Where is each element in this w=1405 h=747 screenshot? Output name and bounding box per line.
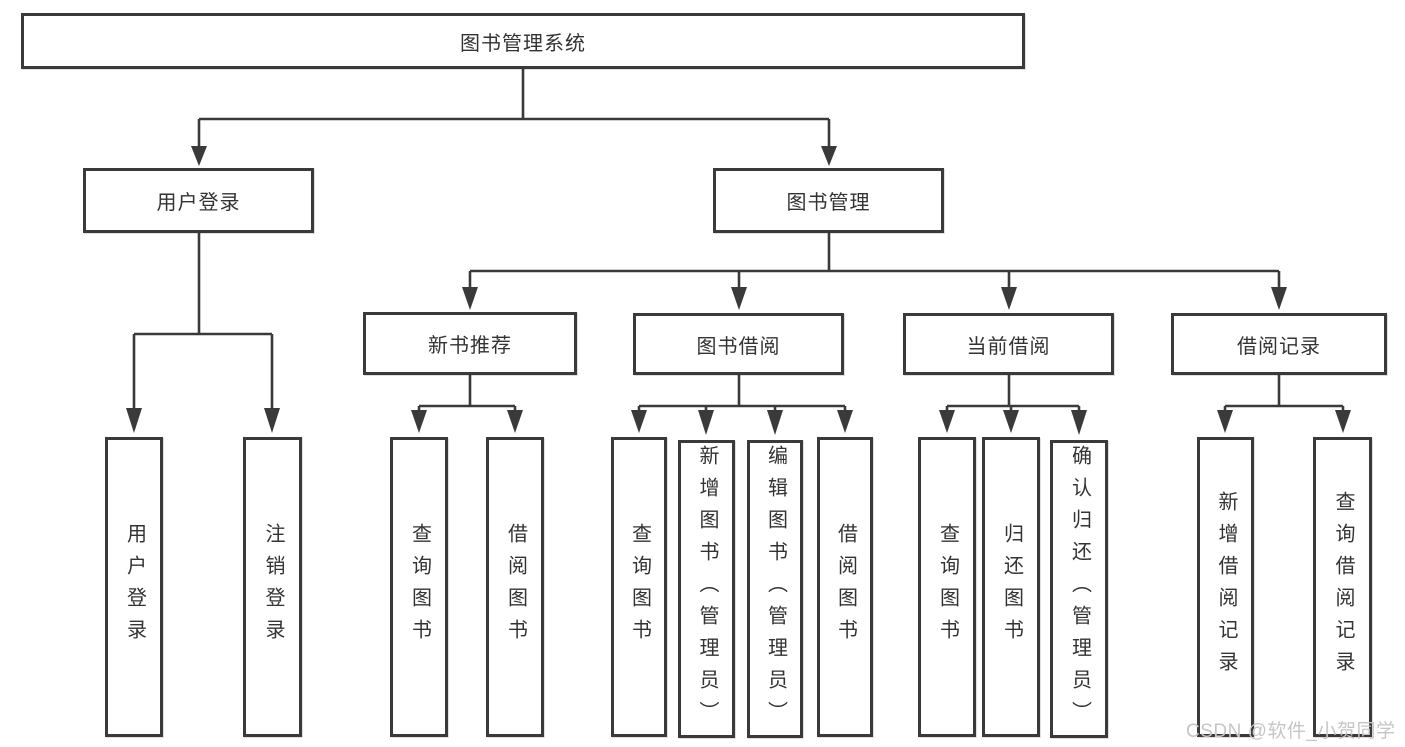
leaf-borrow-books-label: 借阅图书 [834, 523, 857, 651]
node-book-borrow: 图书借阅 [633, 313, 844, 375]
node-root: 图书管理系统 [21, 13, 1025, 69]
connector-book-borrow-branch [631, 375, 853, 435]
node-current-borrow: 当前借阅 [903, 313, 1114, 375]
leaf-user-login-label: 用户登录 [123, 523, 146, 651]
leaf-query-books-current: 查询图书 [918, 437, 976, 737]
leaf-query-books-borrow-label: 查询图书 [628, 523, 651, 651]
leaf-query-borrow-record-label: 查询借阅记录 [1332, 491, 1354, 683]
connector-current-borrow-branch [939, 375, 1087, 435]
leaf-return-books-label: 归还图书 [1000, 523, 1023, 651]
leaf-query-books-rec: 查询图书 [390, 437, 448, 737]
leaf-borrow-books-rec-label: 借阅图书 [504, 523, 527, 651]
connector-user-login-branch [126, 233, 280, 433]
leaf-confirm-return-admin: 确认归还（管理员） [1050, 440, 1108, 738]
leaf-borrow-books: 借阅图书 [817, 437, 873, 737]
leaf-add-books-admin: 新增图书（管理员） [678, 440, 735, 738]
leaf-logout-label: 注销登录 [262, 523, 284, 651]
leaf-edit-books-admin: 编辑图书（管理员） [747, 440, 803, 738]
leaf-query-books-current-label: 查询图书 [936, 523, 959, 651]
leaf-user-login: 用户登录 [105, 437, 163, 737]
leaf-query-books-rec-label: 查询图书 [408, 523, 431, 651]
leaf-add-books-admin-label: 新增图书（管理员） [696, 445, 718, 733]
connector-new-book-branch [411, 375, 523, 433]
leaf-add-borrow-record: 新增借阅记录 [1197, 437, 1254, 737]
leaf-query-books-borrow: 查询图书 [611, 437, 667, 737]
csdn-watermark: CSDN @软件_小贺同学 [1186, 721, 1396, 742]
leaf-logout: 注销登录 [243, 437, 302, 737]
node-new-book-rec: 新书推荐 [363, 312, 577, 375]
leaf-add-borrow-record-label: 新增借阅记录 [1215, 491, 1237, 683]
leaf-confirm-return-admin-label: 确认归还（管理员） [1068, 445, 1091, 733]
node-user-login: 用户登录 [83, 168, 314, 233]
connector-borrow-records-branch [1217, 375, 1351, 433]
connector-root-branch [191, 69, 837, 166]
leaf-edit-books-admin-label: 编辑图书（管理员） [764, 445, 787, 733]
connector-book-mgmt-branch [462, 233, 1287, 310]
node-book-mgmt: 图书管理 [713, 168, 944, 233]
leaf-borrow-books-rec: 借阅图书 [486, 437, 544, 737]
leaf-query-borrow-record: 查询借阅记录 [1313, 437, 1372, 737]
leaf-return-books: 归还图书 [982, 437, 1040, 737]
node-borrow-records: 借阅记录 [1171, 313, 1387, 375]
